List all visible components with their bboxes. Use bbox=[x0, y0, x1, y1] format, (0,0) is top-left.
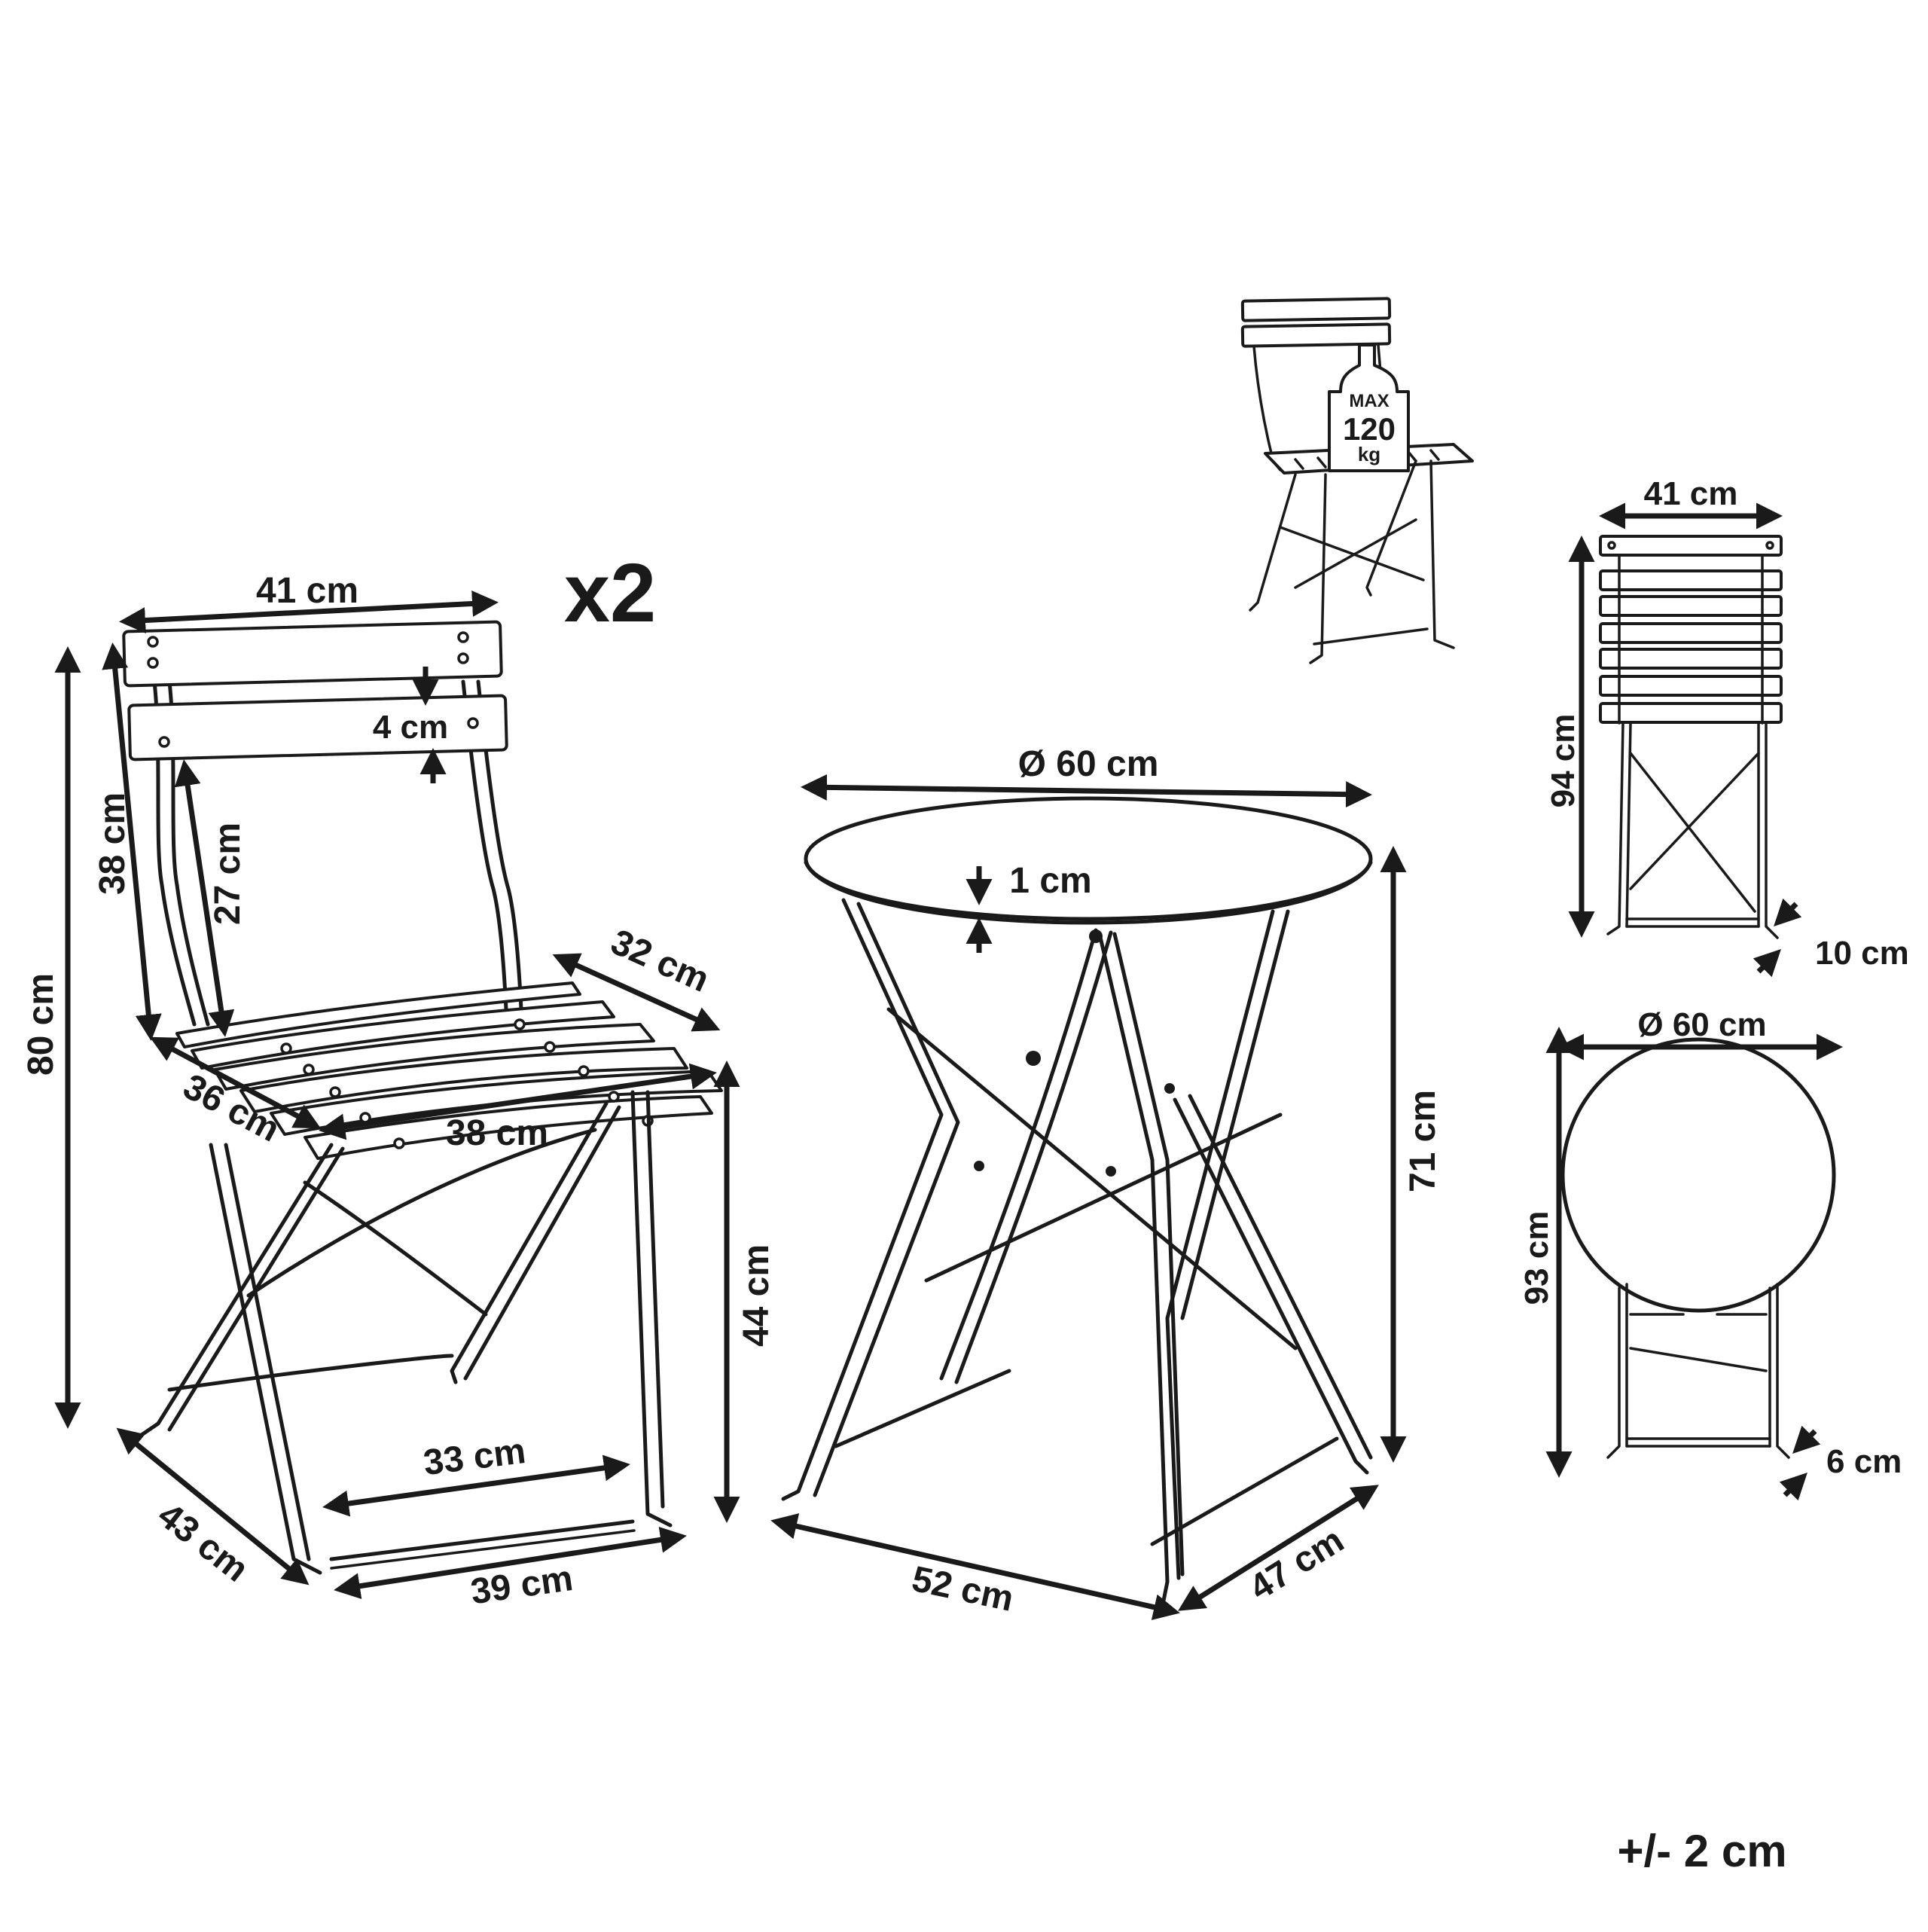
folded-chair-width-label: 41 cm bbox=[1644, 475, 1738, 512]
table-base-front-label: 52 cm bbox=[908, 1559, 1017, 1619]
chair-dimension-lines bbox=[54, 590, 740, 1600]
folded-chair-height-label: 94 cm bbox=[1545, 714, 1582, 808]
quantity-label: x2 bbox=[564, 547, 656, 639]
chair-seat-front-label: 38 cm bbox=[446, 1113, 548, 1153]
table-top-thickness-label: 1 cm bbox=[1009, 861, 1091, 901]
folded-table-diameter-label: Ø 60 cm bbox=[1637, 1006, 1766, 1043]
weight-badge-unit: kg bbox=[1358, 443, 1380, 465]
chair-footrest-width-label: 33 cm bbox=[421, 1431, 528, 1483]
chair-seat-height-label: 44 cm bbox=[737, 1244, 776, 1347]
weight-badge-max: MAX bbox=[1349, 391, 1389, 411]
folded-chair-drawing bbox=[1599, 535, 1783, 939]
folded-table-depth-label: 6 cm bbox=[1826, 1443, 1902, 1480]
folded-chair-dimension-lines bbox=[1568, 502, 1802, 978]
table-top-diameter-label: Ø 60 cm bbox=[1018, 744, 1159, 784]
weight-badge-value: 120 bbox=[1343, 411, 1396, 447]
tolerance-label: +/- 2 cm bbox=[1617, 1826, 1786, 1876]
table-main-drawing bbox=[781, 796, 1373, 1603]
chair-backrest-height-label: 38 cm bbox=[93, 792, 133, 895]
chair-backrest-inner-label: 27 cm bbox=[208, 823, 248, 925]
chair-base-depth-label: 43 cm bbox=[151, 1495, 256, 1590]
folded-chair-depth-label: 10 cm bbox=[1815, 935, 1909, 972]
folded-table-dimension-lines bbox=[1545, 1027, 1843, 1501]
chair-backrest-width-label: 41 cm bbox=[256, 571, 358, 611]
folded-table-drawing bbox=[1560, 1037, 1836, 1459]
table-dimension-lines bbox=[770, 774, 1407, 1620]
chair-load-illustration: MAX 120 kg bbox=[1240, 297, 1474, 664]
folded-table-height-label: 93 cm bbox=[1518, 1211, 1555, 1305]
chair-slat-gap-label: 4 cm bbox=[373, 709, 448, 746]
table-height-label: 71 cm bbox=[1403, 1090, 1443, 1192]
chair-total-height-label: 80 cm bbox=[21, 973, 61, 1076]
